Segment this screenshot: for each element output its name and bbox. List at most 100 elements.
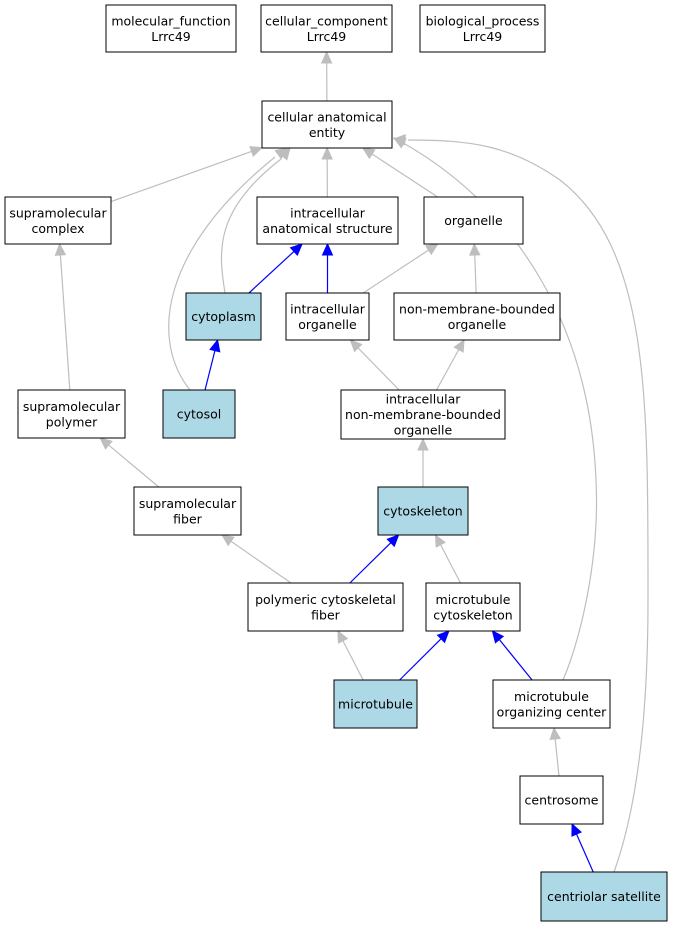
node-box-intracellular-nmb-organelle	[340, 389, 506, 440]
node-label-cellular-component-line-1: cellular_component	[265, 13, 388, 28]
node-box-non-membrane-bounded-organelle	[393, 292, 561, 341]
edge-non-membrane-bounded-organelle-to-organelle-arrowhead	[469, 242, 481, 256]
edges-layer	[54, 50, 649, 873]
edge-cellular-anatomical-entity-to-cellular-component-arrowhead	[320, 50, 333, 64]
edge-cytosol-to-cytoplasm	[204, 349, 216, 391]
node-box-centrosome	[519, 775, 604, 825]
node-label-supramolecular-polymer-line-2: polymer	[46, 414, 98, 429]
edge-centriolar-satellite-to-cellular-anatomical-entity	[407, 139, 649, 873]
node-intracellular-nmb-organelle[interactable]: intracellularnon-membrane-boundedorganel…	[340, 389, 506, 440]
node-label-centriolar-satellite-line-1: centriolar satellite	[547, 889, 661, 904]
edge-centriolar-satellite-to-centrosome	[575, 832, 594, 873]
edge-polymeric-cytoskeletal-fiber-to-cytoskeleton-arrowhead	[386, 534, 400, 548]
node-label-intracellular-nmb-organelle-line-1: intracellular	[386, 392, 462, 407]
edge-supramolecular-complex-to-cellular-anatomical-entity-arrowhead	[249, 146, 264, 158]
node-box-intracellular-organelle	[285, 292, 370, 341]
edge-intracellular-nmb-organelle-to-non-membrane-bounded-organelle	[435, 348, 460, 391]
edge-organelle-to-cellular-anatomical-entity	[370, 152, 438, 198]
node-box-microtubule	[333, 679, 418, 729]
edge-centrosome-to-microtubule-organizing-center-arrowhead	[549, 726, 561, 741]
node-box-microtubule-cytoskeleton	[425, 582, 521, 632]
node-label-supramolecular-complex-line-2: complex	[32, 221, 85, 236]
node-label-cytoskeleton-line-1: cytoskeleton	[383, 504, 462, 519]
node-cytosol[interactable]: cytosol	[162, 389, 236, 439]
edge-supramolecular-complex-to-cellular-anatomical-entity	[110, 150, 253, 203]
node-box-cytosol	[162, 389, 236, 439]
node-label-polymeric-cytoskeletal-fiber-line-1: polymeric cytoskeletal	[255, 592, 396, 607]
edge-polymeric-cytoskeletal-fiber-to-cytoskeleton	[349, 541, 392, 584]
node-label-non-membrane-bounded-organelle-line-2: organelle	[448, 317, 507, 332]
edge-centriolar-satellite-to-cellular-anatomical-entity-arrowhead	[392, 134, 406, 146]
node-label-intracellular-nmb-organelle-line-3: organelle	[394, 423, 453, 438]
edge-supramolecular-polymer-to-supramolecular-complex	[59, 253, 71, 391]
edge-intracellular-nmb-organelle-to-non-membrane-bounded-organelle-arrowhead	[453, 338, 465, 353]
edge-cytoplasm-to-intracellular-anatomical-structure	[248, 250, 296, 294]
edge-microtubule-organizing-center-to-microtubule-cytoskeleton-arrowhead	[491, 630, 505, 644]
node-box-cellular-anatomical-entity	[261, 100, 393, 149]
edge-microtubule-organizing-center-to-microtubule-cytoskeleton	[498, 638, 533, 681]
node-label-supramolecular-fiber-line-1: supramolecular	[139, 496, 237, 511]
edge-supramolecular-polymer-to-supramolecular-complex-arrowhead	[54, 242, 67, 256]
node-box-organelle	[423, 196, 524, 245]
edge-microtubule-to-polymeric-cytoskeletal-fiber	[341, 639, 364, 681]
node-label-microtubule-cytoskeleton-line-2: cytoskeleton	[433, 607, 512, 622]
edge-intracellular-organelle-to-organelle	[362, 248, 430, 294]
node-label-organelle-line-1: organelle	[444, 213, 503, 228]
edge-cytoplasm-to-cellular-anatomical-entity	[220, 158, 282, 294]
node-label-molecular-function-line-2: Lrrc49	[151, 29, 191, 44]
node-label-cytoplasm-line-1: cytoplasm	[191, 309, 256, 324]
edge-intracellular-organelle-to-intracellular-anatomical-structure-arrowhead	[321, 242, 334, 256]
node-label-centrosome-line-1: centrosome	[525, 793, 599, 808]
node-box-molecular-function	[105, 4, 237, 53]
node-label-microtubule-cytoskeleton-line-1: microtubule	[436, 592, 511, 607]
edge-organelle-to-cellular-anatomical-entity-arrowhead	[361, 147, 376, 160]
edge-polymeric-cytoskeletal-fiber-to-supramolecular-fiber-arrowhead	[221, 534, 235, 547]
edge-microtubule-cytoskeleton-to-cytoskeleton	[439, 543, 462, 584]
node-label-intracellular-anatomical-structure-line-1: intracellular	[290, 205, 366, 220]
node-centriolar-satellite[interactable]: centriolar satellite	[540, 871, 668, 922]
edge-microtubule-to-polymeric-cytoskeletal-fiber-arrowhead	[337, 629, 349, 644]
node-label-cytosol-line-1: cytosol	[177, 407, 221, 422]
node-label-intracellular-anatomical-structure-line-2: anatomical structure	[262, 221, 392, 236]
edge-polymeric-cytoskeletal-fiber-to-supramolecular-fiber	[229, 540, 292, 584]
edge-intracellular-anatomical-structure-to-cellular-anatomical-entity-arrowhead	[321, 146, 333, 160]
node-box-supramolecular-complex	[4, 196, 112, 245]
edge-microtubule-cytoskeleton-to-cytoskeleton-arrowhead	[434, 533, 446, 548]
node-cytoskeleton[interactable]: cytoskeleton	[377, 486, 469, 536]
node-microtubule[interactable]: microtubule	[333, 679, 418, 729]
node-label-cellular-anatomical-entity-line-2: entity	[309, 125, 346, 140]
node-label-biological-process-line-1: biological_process	[426, 13, 540, 28]
node-cytoplasm[interactable]: cytoplasm	[185, 292, 262, 341]
node-box-supramolecular-fiber	[133, 486, 242, 536]
node-box-cellular-component	[260, 4, 393, 53]
node-label-microtubule-organizing-center-line-1: microtubule	[514, 689, 589, 704]
node-centrosome[interactable]: centrosome	[519, 775, 604, 825]
edge-intracellular-organelle-to-organelle-arrowhead	[424, 243, 439, 256]
edge-intracellular-nmb-organelle-to-intracellular-organelle-arrowhead	[349, 339, 363, 353]
edge-cytosol-to-cellular-anatomical-entity-arrowhead	[274, 147, 288, 160]
node-organelle[interactable]: organelle	[423, 196, 524, 245]
node-label-intracellular-organelle-line-1: intracellular	[290, 301, 366, 316]
edge-microtubule-to-microtubule-cytoskeleton-arrowhead	[436, 630, 450, 644]
edge-supramolecular-fiber-to-supramolecular-polymer-arrowhead	[99, 437, 113, 450]
node-label-non-membrane-bounded-organelle-line-1: non-membrane-bounded	[399, 301, 555, 316]
node-box-cytoskeleton	[377, 486, 469, 536]
node-label-intracellular-organelle-line-2: organelle	[298, 317, 357, 332]
node-box-biological-process	[419, 4, 546, 53]
node-label-microtubule-organizing-center-line-2: organizing center	[497, 704, 607, 719]
